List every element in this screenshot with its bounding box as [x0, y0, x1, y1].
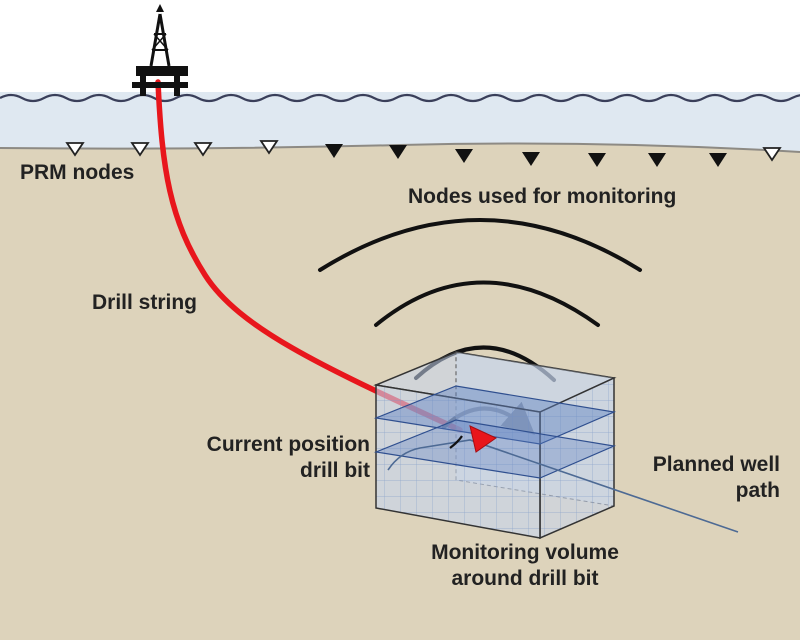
filled-triangle-node-icon	[455, 149, 473, 163]
filled-triangle-node-icon	[648, 153, 666, 167]
filled-triangle-node-icon	[389, 145, 407, 159]
hollow-triangle-node-icon	[259, 140, 279, 155]
monitoring-volume-label: Monitoring volume around drill bit	[400, 540, 650, 592]
drill-string-line	[155, 79, 463, 433]
drill-bit-icon	[469, 425, 497, 453]
current-position-line1: Current position	[206, 433, 370, 456]
monitoring-nodes	[325, 144, 727, 167]
hollow-triangle-node-icon	[762, 147, 782, 162]
wave-arc-outer	[318, 218, 642, 272]
current-position-label: Current position drill bit	[150, 432, 370, 484]
planned-well-line2: path	[735, 479, 780, 502]
hollow-triangle-node-icon	[65, 142, 85, 157]
hollow-triangle-node-icon	[193, 142, 213, 157]
monitoring-volume-box	[373, 351, 617, 540]
wave-arc-middle	[374, 280, 600, 327]
prm-nodes-label: PRM nodes	[20, 161, 135, 184]
sea-surface-wave	[0, 93, 800, 103]
sea-layer	[0, 92, 800, 152]
prm-nodes	[65, 140, 782, 162]
drill-string-label: Drill string	[92, 291, 198, 314]
drill-bit-pointer	[449, 435, 463, 449]
drilling-rig-icon	[132, 4, 188, 96]
nodes-monitoring-label: Nodes used for monitoring	[408, 185, 677, 208]
planned-well-path-line	[387, 439, 739, 533]
filled-triangle-node-icon	[522, 152, 540, 166]
monitoring-volume-line1: Monitoring volume	[431, 541, 619, 564]
filled-triangle-node-icon	[588, 153, 606, 167]
current-position-line2: drill bit	[300, 459, 370, 482]
filled-triangle-node-icon	[709, 153, 727, 167]
planned-well-line1: Planned well	[652, 453, 780, 476]
planned-well-label: Planned well path	[600, 452, 780, 504]
monitoring-volume-line2: around drill bit	[451, 567, 599, 590]
filled-triangle-node-icon	[325, 144, 343, 158]
hollow-triangle-node-icon	[130, 142, 150, 157]
